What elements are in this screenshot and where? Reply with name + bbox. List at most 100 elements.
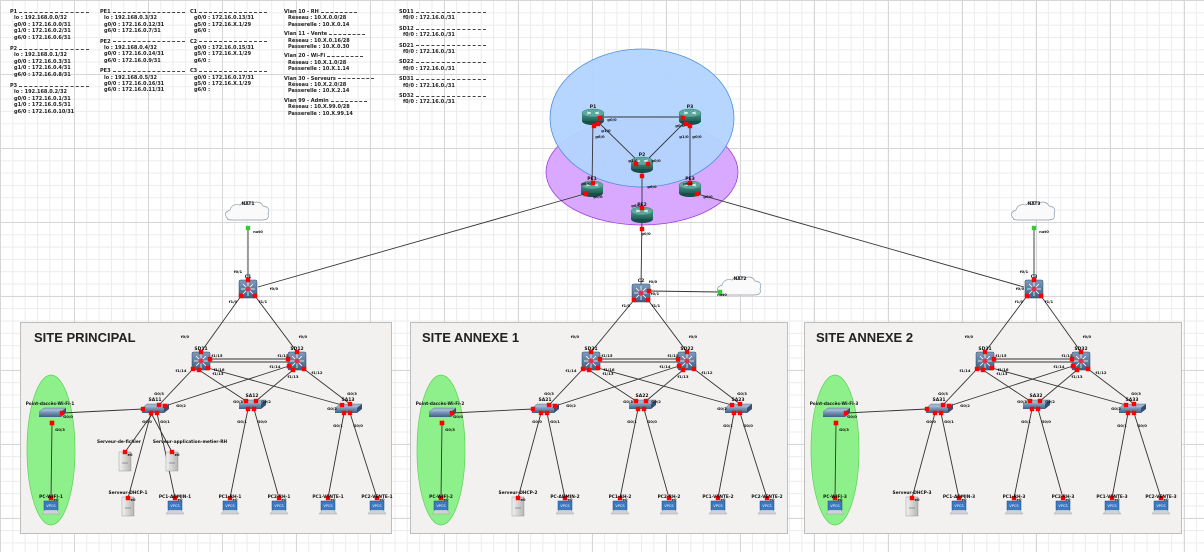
- note-divider: [19, 11, 90, 13]
- note-title-text: C3: [190, 68, 198, 75]
- link-host: [1133, 412, 1162, 499]
- server-label: Serveur-DHCP-1: [109, 490, 148, 496]
- router-icon[interactable]: [630, 206, 654, 223]
- port-down-indicator: [991, 356, 997, 362]
- note-divider: [112, 41, 185, 43]
- vpcs-icon[interactable]: VPCS: [555, 500, 575, 515]
- note-line: lo : 192.168.0.1/32: [14, 52, 67, 59]
- port-down-indicator: [125, 495, 131, 501]
- router-icon[interactable]: [580, 180, 604, 197]
- link-c-sd2: [1040, 295, 1082, 353]
- router-arrows: [635, 209, 649, 213]
- link-host: [834, 422, 837, 499]
- port-label: G0/1: [1021, 419, 1031, 424]
- multilayer-switch-icon[interactable]: [631, 283, 651, 303]
- port-down-indicator: [515, 495, 521, 501]
- port-up-indicator: [1031, 225, 1037, 231]
- port-down-indicator: [583, 191, 589, 197]
- vpcs-icon[interactable]: VPCS: [949, 500, 969, 515]
- port-down-indicator: [1158, 495, 1164, 501]
- vpcs-icon[interactable]: VPCS: [659, 500, 679, 515]
- port-label: g6/0: [631, 203, 641, 208]
- pc-label: PC2-VENTE-1: [361, 494, 392, 500]
- note-line: g0/0 : 172.16.0.3/31: [14, 58, 71, 65]
- port-down-indicator: [530, 406, 536, 412]
- multilayer-switch-icon[interactable]: [238, 279, 258, 299]
- vpcs-icon[interactable]: VPCS: [431, 500, 451, 515]
- port-label: G0/3: [347, 391, 357, 396]
- server-icon[interactable]: [511, 496, 525, 517]
- vpcs-icon[interactable]: VPCS: [610, 500, 630, 515]
- vpcs-icon[interactable]: VPCS: [1004, 500, 1024, 515]
- vpcs-icon[interactable]: VPCS: [41, 500, 61, 515]
- vpcs-text: VPCS: [713, 504, 723, 508]
- port-label: G0/0: [453, 414, 463, 419]
- vpcs-text: VPCS: [830, 504, 840, 508]
- link-host: [546, 412, 566, 499]
- note-title-text: Vlan 30 - Serveurs: [284, 75, 336, 82]
- note-title: Vlan 30 - Serveurs: [284, 76, 374, 82]
- link-host: [50, 422, 53, 499]
- switch-side: [651, 400, 656, 409]
- cloud-icon[interactable]: [717, 276, 762, 296]
- cloud-icon[interactable]: [1011, 201, 1056, 221]
- vpcs-icon[interactable]: VPCS: [220, 500, 240, 515]
- port-down-indicator: [1123, 402, 1129, 408]
- note-title-text: C2: [190, 38, 198, 45]
- switch-icon[interactable]: [531, 403, 560, 413]
- port-label: f1/0: [1015, 299, 1024, 304]
- port-label: G0/1: [723, 423, 733, 428]
- port-label: G0/2: [717, 406, 727, 411]
- vpcs-icon[interactable]: VPCS: [165, 500, 185, 515]
- switch-icon[interactable]: [925, 403, 954, 413]
- server-icon[interactable]: [121, 496, 135, 517]
- multilayer-switch-icon[interactable]: [1071, 351, 1091, 371]
- port-down-indicator: [1070, 363, 1076, 369]
- vpcs-icon[interactable]: VPCS: [825, 500, 845, 515]
- port-down-indicator: [252, 293, 258, 299]
- pc-label: PC2-RH-2: [658, 494, 681, 500]
- port-label: g0/0: [651, 158, 661, 163]
- vpcs-text: VPCS: [762, 504, 772, 508]
- link-host: [1013, 408, 1033, 499]
- cloud-icon[interactable]: [225, 201, 270, 221]
- port-label: f1/0: [229, 299, 238, 304]
- vpcs-text: VPCS: [46, 504, 56, 508]
- vpcs-icon[interactable]: VPCS: [1053, 500, 1073, 515]
- vpcs-icon[interactable]: VPCS: [367, 500, 387, 515]
- multilayer-switch-icon[interactable]: [677, 351, 697, 371]
- switch-side: [554, 404, 559, 413]
- vpcs-icon[interactable]: VPCS: [1151, 500, 1171, 515]
- vpcs-icon[interactable]: VPCS: [318, 500, 338, 515]
- port-label: G0/0: [353, 423, 363, 428]
- note-title: Vlan 11 - Vente: [284, 31, 374, 37]
- port-label: G0/2: [651, 399, 661, 404]
- vpcs-icon[interactable]: VPCS: [269, 500, 289, 515]
- router-label: PE1: [587, 176, 597, 182]
- note-title-text: C1: [190, 9, 198, 15]
- note-divider: [320, 11, 357, 13]
- switch-label: C2: [638, 278, 644, 284]
- vpcs-keyboard: [431, 509, 451, 515]
- port-down-indicator: [680, 367, 686, 373]
- multilayer-switch-icon[interactable]: [1024, 279, 1044, 299]
- port-label: G0/2: [261, 399, 271, 404]
- vpcs-icon[interactable]: VPCS: [1102, 500, 1122, 515]
- note-divider: [415, 11, 486, 13]
- port-label: e0: [721, 498, 726, 502]
- vpcs-keyboard: [165, 509, 185, 515]
- switch-icon[interactable]: [141, 403, 170, 413]
- note-title: SD11: [399, 9, 486, 15]
- switch-label: C1: [245, 274, 251, 280]
- multilayer-switch-icon[interactable]: [975, 351, 995, 371]
- note-title: C1: [190, 9, 268, 15]
- vpcs-icon[interactable]: VPCS: [708, 500, 728, 515]
- switch-core: [1078, 358, 1084, 364]
- port-up-indicator: [245, 225, 251, 231]
- vpcs-icon[interactable]: VPCS: [757, 500, 777, 515]
- port-label: g0/0: [593, 194, 603, 199]
- switch-label: SD12: [290, 346, 303, 352]
